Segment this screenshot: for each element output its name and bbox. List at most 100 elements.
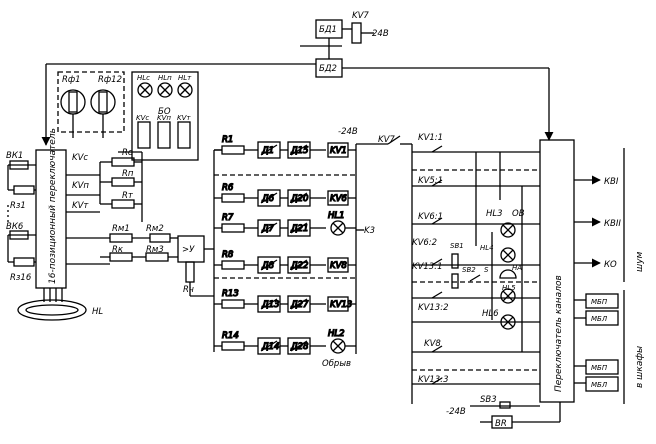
kv6-2-label: KV6:2	[412, 238, 437, 248]
sb3-button-symbol	[499, 401, 511, 409]
photoresistor-box	[57, 71, 125, 133]
channel-diode-2-label: Д21	[290, 224, 308, 234]
kvc-label: KVc	[136, 114, 149, 122]
channel-switch-block	[539, 139, 575, 403]
channel-resistor	[221, 145, 245, 155]
hl-lamp-indicator	[17, 299, 87, 321]
channel-diode-mark	[260, 298, 278, 310]
k3-label: K3	[364, 226, 375, 236]
channel-diode-mark	[260, 340, 278, 352]
hl3-lamp	[500, 222, 516, 238]
bd1-label: БД1	[319, 25, 337, 35]
hl3-label: HL3	[486, 209, 503, 219]
hl4-label: HL4	[480, 244, 494, 252]
channel-diode-mark	[260, 144, 278, 156]
r31-label: Rз1	[10, 201, 26, 211]
kvc-relay	[137, 121, 151, 149]
channel-switch-label: Переключатель каналов	[554, 275, 564, 392]
channel-diode-1-label: Д8	[261, 261, 275, 271]
kvt-relay	[177, 121, 191, 149]
kvp-left-label: KVп	[72, 181, 89, 191]
ha-buzzer	[499, 269, 517, 279]
channel-resistor-label: R7	[222, 213, 234, 223]
rm2-label: Rм2	[146, 224, 164, 234]
mbp-block-1	[585, 293, 619, 309]
hlc-label: HLc	[137, 74, 150, 82]
noise-label: шум	[635, 251, 645, 272]
channel-diode-mark	[260, 192, 278, 204]
amp-label: >У	[182, 245, 195, 255]
sb3-label: SB3	[480, 395, 497, 405]
kvi-label: КВI	[604, 177, 619, 187]
kvp-label: KVп	[157, 114, 171, 122]
kv7-top-relay	[351, 22, 362, 44]
hlt-lamp	[177, 82, 193, 98]
rf12-sensor	[90, 89, 116, 115]
bo-block	[131, 71, 199, 161]
v24-bottom-label: -24В	[446, 407, 466, 417]
mbp-block-2	[585, 359, 619, 375]
channel-resistor	[221, 341, 245, 351]
sb1-button-symbol	[451, 253, 459, 269]
rk-label: Rк	[112, 245, 124, 255]
channel-diode-2-label: Д28	[290, 342, 309, 352]
kvc-left-label: KVc	[72, 153, 88, 163]
mid-v24-label: -24В	[338, 127, 358, 137]
bd2-label: БД2	[319, 64, 337, 74]
channel-resistor-label: R6	[222, 183, 234, 193]
hlc-lamp	[137, 82, 153, 98]
channel-diode-mark	[290, 340, 308, 352]
mbl-block-2	[585, 376, 619, 392]
hlt-label: HLт	[178, 74, 192, 82]
vk1-label: ВК1	[6, 151, 23, 161]
vk1-sensor	[9, 160, 29, 170]
ov-label: ОВ	[512, 209, 525, 219]
vr-label: ВR	[495, 419, 507, 429]
channel-output-label: KV13	[330, 300, 352, 310]
channel-resistor	[221, 193, 245, 203]
channel-diode-2-label: Д22	[290, 261, 308, 271]
channel-diode-mark	[290, 259, 308, 271]
rf12-label: Rф12	[98, 75, 122, 85]
mid-kv7-label: KV7	[378, 135, 395, 145]
channel-resistor-label: R8	[222, 250, 234, 260]
switch16-block	[35, 149, 67, 289]
channel-resistor	[221, 299, 245, 309]
kvt-left-label: KVт	[72, 201, 89, 211]
channel-diode-1-label: Д7	[261, 224, 275, 234]
hl5-label: HL5	[502, 284, 516, 292]
kvt-label: KVт	[177, 114, 191, 122]
channel-diode-2-label: Д20	[290, 194, 308, 204]
hl-label: HL	[92, 307, 103, 317]
hl6-lamp	[500, 314, 516, 330]
hl6-label: HL6	[482, 309, 499, 319]
rm3-label: Rм3	[146, 245, 164, 255]
vk6-sensor	[9, 230, 29, 240]
rc-resistor	[111, 157, 135, 167]
sb2-button-symbol	[451, 273, 459, 289]
kv13-3-label: KV13:3	[418, 375, 448, 385]
channel-output-label: KV8	[330, 261, 347, 271]
channel-diode-mark	[290, 192, 308, 204]
rf1-label: Rф1	[62, 75, 81, 85]
rf1-sensor	[60, 89, 86, 115]
kv7-top-label: KV7	[352, 11, 369, 21]
obryv-label: Обрыв	[322, 359, 351, 369]
channel-diode-mark	[290, 222, 308, 234]
channel-resistor-label: R1	[222, 135, 233, 145]
channel-diode-mark	[260, 259, 278, 271]
mbl2-label: МБЛ	[591, 381, 608, 389]
kv13-1-label: KV13:1	[412, 262, 442, 272]
r316-label: Rз16	[10, 273, 32, 283]
kvii-label: КВII	[604, 219, 621, 229]
ru-label: Rч	[183, 285, 194, 295]
v24-top-label: 24В	[372, 29, 389, 39]
channel-diode-1-label: Д1	[261, 146, 274, 156]
sb2-label: SB2	[462, 266, 476, 274]
kv13-2-label: KV13:2	[418, 303, 448, 313]
channel-diode-1-label: Д14	[261, 342, 279, 352]
channel-lamp-cross	[332, 222, 344, 234]
channel-output-label: HL2	[328, 329, 345, 339]
kv1-1-label: KV1:1	[418, 133, 443, 143]
